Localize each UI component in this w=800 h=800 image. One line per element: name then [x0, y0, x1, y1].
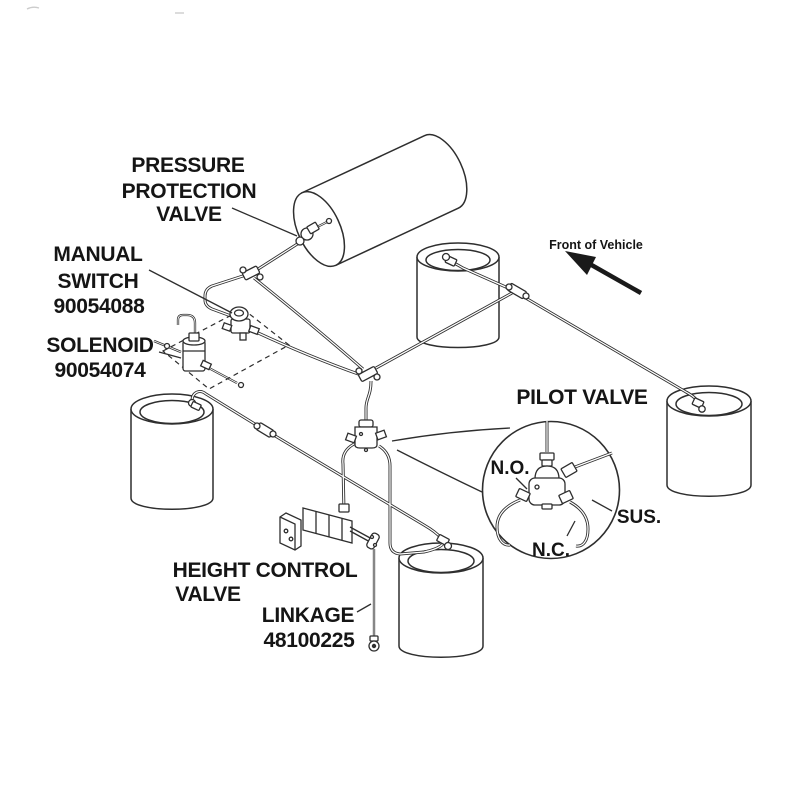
leader-solenoid — [158, 351, 182, 359]
label-manual-switch-line1: MANUAL — [53, 243, 143, 266]
spring-fitting-left — [187, 398, 202, 411]
label-solenoid-part-number: 90054074 — [54, 359, 146, 382]
manual-switch — [221, 306, 261, 341]
air-lines — [191, 240, 702, 555]
mounting-plate — [161, 308, 291, 390]
label-port-normally-open: N.O. — [490, 458, 529, 479]
scan-artifacts — [26, 6, 184, 14]
label-linkage: LINKAGE — [262, 604, 355, 627]
tee-fitting-4 — [253, 422, 277, 438]
label-linkage-part-number: 48100225 — [263, 629, 355, 652]
spring-fitting-top-right — [441, 252, 458, 267]
detail-hoses — [496, 421, 613, 547]
height-control-valve — [279, 503, 380, 551]
linkage-ball-end — [368, 635, 380, 652]
label-ppv-line2: PROTECTION — [122, 180, 257, 203]
label-manual-switch-part-number: 90054088 — [53, 295, 145, 318]
callout-wedge-lower — [396, 449, 483, 493]
pilot-valve — [344, 419, 388, 453]
tee-fitting-1 — [239, 265, 264, 281]
air-spring-right — [666, 385, 752, 497]
label-port-suspension: SUS. — [617, 507, 661, 528]
callout-wedge-upper — [391, 427, 511, 442]
label-hcv-line1: HEIGHT CONTROL — [173, 559, 358, 582]
tee-fitting-2 — [355, 366, 381, 382]
leader-manual-switch — [148, 269, 233, 314]
label-pilot-valve: PILOT VALVE — [516, 386, 648, 409]
leader-suspension — [591, 499, 613, 512]
tick-normally-open — [515, 477, 528, 490]
label-hcv-line2: VALVE — [175, 583, 241, 606]
air-spring-left — [130, 393, 214, 510]
front-of-vehicle-arrow — [565, 251, 643, 295]
solenoid-elbow-pipe — [176, 313, 197, 334]
label-ppv-line3: VALVE — [156, 203, 222, 226]
label-solenoid: SOLENOID — [46, 334, 153, 357]
spring-fitting-bottom — [436, 534, 453, 551]
label-front-of-vehicle: Front of Vehicle — [549, 238, 643, 252]
label-manual-switch-line2: SWITCH — [57, 270, 138, 293]
leader-linkage — [356, 603, 372, 613]
spring-fitting-right — [691, 397, 706, 413]
air-spring-bottom — [398, 542, 484, 658]
line-pilot-right-hose — [378, 444, 445, 556]
tick-normally-closed — [566, 520, 576, 537]
solenoid-valve — [163, 332, 245, 389]
label-port-normally-closed: N.C. — [532, 540, 570, 561]
leader-lines — [148, 207, 613, 613]
label-ppv-line1: PRESSURE — [131, 154, 244, 177]
tee-fitting-3 — [505, 282, 530, 300]
pilot-valve-detail — [515, 452, 578, 510]
pressure-protection-valve — [295, 217, 333, 246]
leader-ppv — [231, 207, 298, 237]
air-spring-top-right — [416, 242, 500, 349]
